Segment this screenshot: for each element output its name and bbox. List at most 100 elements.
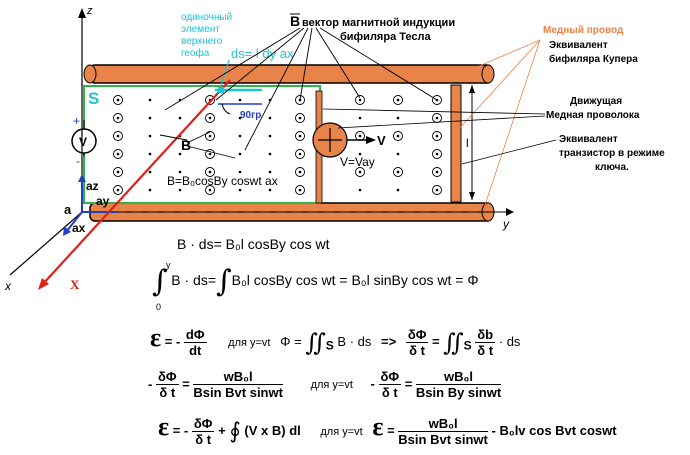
moving-label-1: Движущая [570, 96, 622, 107]
field-dot [208, 152, 212, 156]
eq4-minus-1: - [148, 376, 153, 392]
field-dot [358, 188, 362, 192]
copper-wire-label: Медный провод [543, 25, 624, 36]
field-dot [268, 188, 272, 192]
b-vector-leaders [159, 27, 438, 159]
field-ring [113, 149, 123, 159]
eq5-rest: - B₀lv cos Bvt coswt [491, 423, 617, 438]
field-ring [393, 131, 403, 141]
contour-integral: ∮ [229, 419, 241, 445]
frac-den: δ t [159, 385, 176, 400]
unit-ax-arrowhead [63, 226, 71, 236]
field-ring [432, 149, 442, 159]
field-ring [432, 167, 442, 177]
field-ring [295, 95, 305, 105]
unit-az-arrowhead [78, 174, 86, 182]
frac-den: Bsin By sinwt [415, 385, 502, 400]
eps-symbol-1: ε [150, 323, 162, 352]
velocity-eq: V=Vay [340, 155, 375, 169]
magnetic-field-dots [113, 95, 442, 195]
field-dot [298, 170, 302, 174]
frac-den: δ t [195, 431, 212, 447]
double-int-s-1: S [325, 338, 334, 353]
field-ring [432, 95, 442, 105]
angle-arc [221, 103, 231, 115]
field-dot [148, 98, 152, 102]
field-dot [435, 116, 439, 120]
eq5-plus: + [218, 423, 226, 438]
transistor-label-1: Эквивалент [559, 134, 618, 145]
field-dot [298, 134, 302, 138]
field-dot [358, 134, 362, 138]
length-arrow-top [469, 85, 475, 93]
top-copper-bar [89, 64, 493, 84]
curl-term: (V x B) dl [244, 423, 301, 438]
unit-ax-arrow [65, 211, 83, 233]
field-dot [396, 98, 400, 102]
x-axis [9, 211, 83, 276]
red-x-label: X [70, 277, 80, 292]
field-dot [208, 134, 212, 138]
field-ring [393, 95, 403, 105]
field-ring [432, 131, 442, 141]
frac-den: δ t [381, 385, 398, 400]
b-vector-desc: вектор магнитной индукции [302, 17, 455, 29]
field-dot [116, 98, 120, 102]
moving-leaders [322, 108, 546, 129]
eq-sign-1: = [432, 334, 440, 349]
copper-leaders [457, 39, 541, 206]
field-dot [148, 188, 152, 192]
y-axis-arrow [506, 208, 514, 216]
field-dot [178, 170, 182, 174]
field-dot [116, 188, 120, 192]
eq-sign-4: = [387, 423, 395, 438]
frac-num: δΦ [191, 415, 215, 432]
frac-num: δb [475, 326, 496, 343]
field-dot [116, 170, 120, 174]
element-label-4: геофа [181, 47, 210, 59]
field-dot [435, 170, 439, 174]
field-ring [113, 185, 123, 195]
field-ring [295, 185, 305, 195]
field-dot [208, 170, 212, 174]
frac-num: dΦ [183, 326, 207, 343]
voltmeter-plus: + [73, 114, 80, 128]
field-ring [205, 149, 215, 159]
integral-sign-1: ∫ [152, 264, 168, 299]
velocity-label: V [377, 133, 386, 148]
field-dot [178, 188, 182, 192]
voltmeter-icon [71, 128, 97, 154]
frac-den: dt [189, 342, 202, 358]
x-axis-label: x [4, 279, 12, 293]
field-dot [435, 152, 439, 156]
y-axis-label: y [502, 217, 510, 231]
field-dot [358, 116, 362, 120]
equation-1: B · ds= B₀l cosBy cos wt [177, 236, 330, 252]
b-field-equation: B=B₀cosBy coswt ax [167, 174, 278, 188]
field-dot [116, 134, 120, 138]
field-ring [355, 131, 365, 141]
field-ring [393, 167, 403, 177]
field-dot [148, 170, 152, 174]
field-dot [358, 170, 362, 174]
frac-num: δΦ [405, 326, 429, 343]
ds-label: ds= l dy ax [231, 46, 294, 61]
for-y-1: для y=vt [228, 337, 271, 349]
ds-element-marker [218, 87, 224, 93]
field-ring [295, 113, 305, 123]
field-ring [205, 167, 215, 177]
frac-den: δ t [409, 342, 425, 358]
red-x-axis-arrow [38, 278, 49, 290]
frac-num: wB₀l [398, 416, 488, 432]
integral-sign-2: ∫ [216, 264, 232, 299]
eps-symbol-2: ε [158, 412, 170, 441]
eq5-minus: = - [172, 423, 189, 438]
unit-ax-label: ax [72, 221, 86, 235]
moving-label-2: Медная проволока [546, 110, 640, 121]
field-ring [113, 131, 123, 141]
